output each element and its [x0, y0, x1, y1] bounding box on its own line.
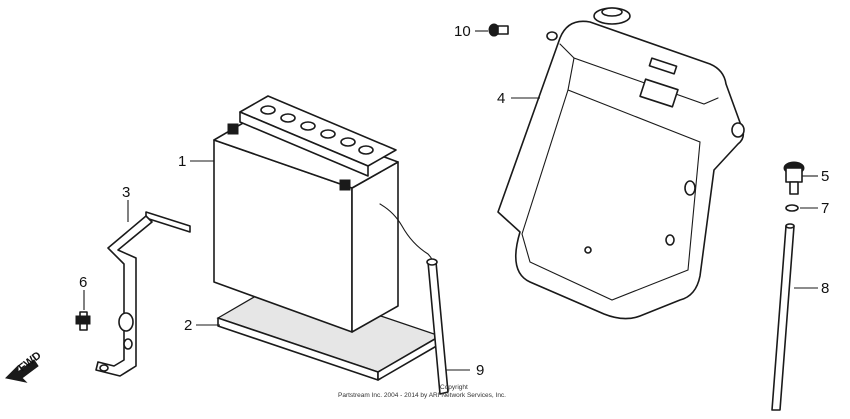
cap[interactable]	[783, 161, 805, 195]
callout-10: 10	[454, 23, 471, 40]
callout-2: 2	[184, 317, 192, 334]
o-ring[interactable]	[785, 204, 799, 212]
callout-8: 8	[821, 280, 829, 297]
battery-case[interactable]	[497, 7, 745, 320]
callout-9: 9	[476, 362, 484, 379]
copyright-line1: Copyright	[440, 384, 468, 391]
callout-6: 6	[79, 274, 87, 291]
fwd-arrow: FWD	[4, 349, 44, 383]
battery[interactable]	[213, 95, 435, 333]
tube[interactable]	[771, 223, 795, 411]
callout-5: 5	[821, 168, 829, 185]
callout-7: 7	[821, 200, 829, 217]
callout-3: 3	[122, 184, 130, 201]
copyright-line2: Partstream Inc. 2004 - 2014 by ARI Netwo…	[338, 392, 506, 399]
leader-lines	[83, 30, 818, 371]
breather-tube[interactable]	[426, 258, 449, 395]
battery-holder-bracket[interactable]	[95, 211, 191, 377]
callout-1: 1	[178, 153, 186, 170]
vent-caps	[260, 105, 374, 155]
callout-labels: 1 2 3 4 5 6 7 8 9 10	[79, 23, 829, 379]
clip[interactable]	[488, 23, 509, 37]
callout-4: 4	[497, 90, 505, 107]
battery-mat[interactable]	[216, 281, 442, 381]
battery-terminal	[227, 123, 351, 191]
bolt[interactable]	[75, 311, 91, 331]
copyright: Copyright Partstream Inc. 2004 - 2014 by…	[338, 384, 506, 399]
